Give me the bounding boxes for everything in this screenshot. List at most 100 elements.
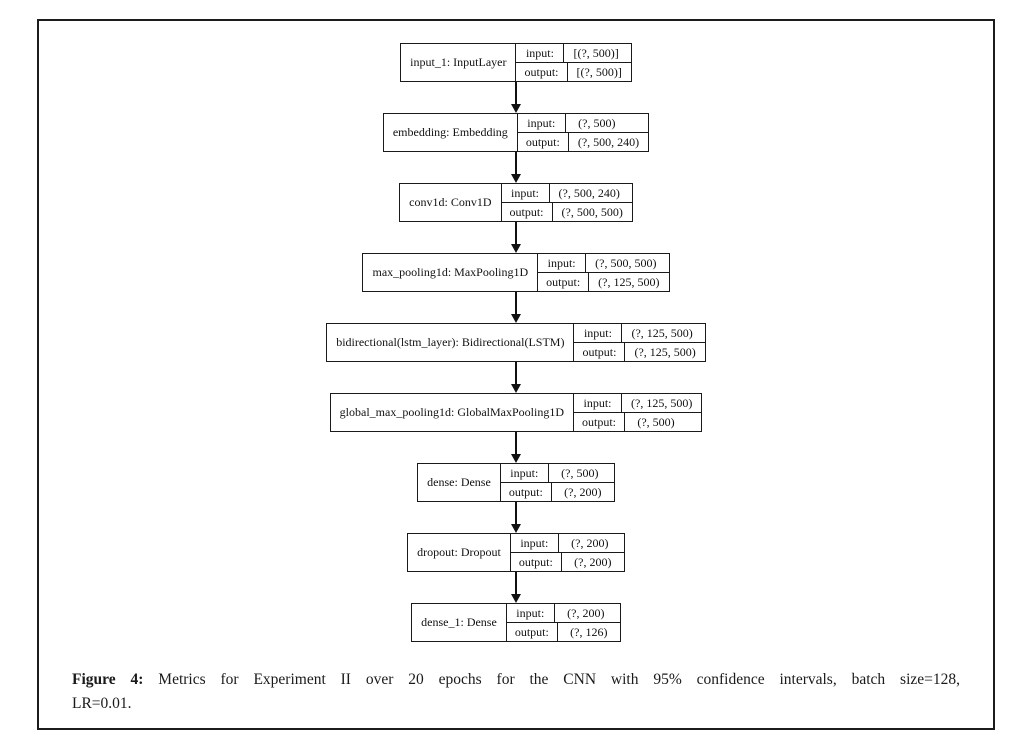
output-label: output: <box>511 553 562 571</box>
layer-name: conv1d: Conv1D <box>400 184 502 221</box>
output-label: output: <box>507 623 558 641</box>
arrow-head-icon <box>511 524 521 533</box>
input-label: input: <box>574 324 623 342</box>
arrow-head-icon <box>511 104 521 113</box>
layer-block-global-max-pooling1d: global_max_pooling1d: GlobalMaxPooling1D… <box>329 393 703 432</box>
flow-arrow <box>511 82 521 113</box>
layer-name: input_1: InputLayer <box>401 44 517 81</box>
io-table: input: (?, 125, 500) output: (?, 500) <box>574 394 702 431</box>
caption-text: Metrics for Experiment II over 20 epochs… <box>158 671 960 688</box>
layer-name: bidirectional(lstm_layer): Bidirectional… <box>327 324 575 361</box>
arrow-head-icon <box>511 314 521 323</box>
io-table: input: (?, 200) output: (?, 200) <box>510 534 624 571</box>
input-label: input: <box>511 534 559 552</box>
io-row-output: output: (?, 200) <box>500 482 614 501</box>
output-shape: (?, 125, 500) <box>634 345 696 359</box>
output-label: output: <box>574 413 626 431</box>
layer-name: dense_1: Dense <box>412 604 507 641</box>
input-label: input: <box>501 464 549 482</box>
model-architecture-diagram: input_1: InputLayer input: [(?, 500)] ou… <box>39 21 993 642</box>
output-label: output: <box>516 63 568 81</box>
arrow-line <box>515 572 517 594</box>
arrow-head-icon <box>511 454 521 463</box>
figure-caption: Figure 4: Metrics for Experiment II over… <box>72 668 960 716</box>
io-row-input: input: (?, 500) <box>501 464 614 482</box>
output-shape: [(?, 500)] <box>576 65 622 79</box>
layer-name: global_max_pooling1d: GlobalMaxPooling1D <box>331 394 574 431</box>
input-shape: (?, 500) <box>578 116 616 130</box>
output-label: output: <box>574 343 626 361</box>
io-table: input: (?, 500, 240) output: (?, 500, 50… <box>501 184 632 221</box>
arrow-line <box>515 502 517 524</box>
layer-name: dropout: Dropout <box>408 534 511 571</box>
input-label: input: <box>502 184 550 202</box>
io-table: input: [(?, 500)] output: [(?, 500)] <box>516 44 631 81</box>
input-label: input: <box>574 394 622 412</box>
output-label: output: <box>502 203 553 221</box>
arrow-line <box>515 82 517 104</box>
output-shape: (?, 200) <box>574 555 612 569</box>
output-label: output: <box>518 133 569 151</box>
flow-arrow <box>511 222 521 253</box>
io-table: input: (?, 500) output: (?, 500, 240) <box>517 114 649 151</box>
caption-line-1: Figure 4: Metrics for Experiment II over… <box>72 668 960 692</box>
arrow-head-icon <box>511 174 521 183</box>
io-row-input: input: (?, 500, 500) <box>538 254 668 272</box>
layer-block-bidirectional-lstm: bidirectional(lstm_layer): Bidirectional… <box>326 323 706 362</box>
layer-block-dense-1: dense_1: Dense input: (?, 200) output: (… <box>411 603 621 642</box>
io-row-output: output: (?, 500) <box>574 412 702 431</box>
input-label: input: <box>538 254 587 272</box>
input-shape: (?, 125, 500) <box>631 396 693 410</box>
arrow-head-icon <box>511 244 521 253</box>
layer-name: embedding: Embedding <box>384 114 518 151</box>
io-row-input: input: [(?, 500)] <box>516 44 630 62</box>
input-label: input: <box>507 604 555 622</box>
input-shape: (?, 200) <box>567 606 605 620</box>
flow-arrow <box>511 572 521 603</box>
io-table: input: (?, 500, 500) output: (?, 125, 50… <box>538 254 669 291</box>
io-row-output: output: (?, 500, 240) <box>517 132 649 151</box>
arrow-line <box>515 362 517 384</box>
arrow-line <box>515 292 517 314</box>
io-row-input: input: (?, 125, 500) <box>574 394 701 412</box>
flow-arrow <box>511 152 521 183</box>
io-row-output: output: (?, 200) <box>510 552 624 571</box>
io-row-output: output: (?, 126) <box>506 622 620 641</box>
output-shape: (?, 125, 500) <box>598 275 660 289</box>
output-shape: (?, 500) <box>637 415 675 429</box>
output-label: output: <box>538 273 590 291</box>
flow-arrow <box>511 432 521 463</box>
io-table: input: (?, 200) output: (?, 126) <box>506 604 620 641</box>
arrow-line <box>515 222 517 244</box>
io-table: input: (?, 500) output: (?, 200) <box>500 464 614 501</box>
arrow-head-icon <box>511 384 521 393</box>
flow-arrow <box>511 362 521 393</box>
layer-name: max_pooling1d: MaxPooling1D <box>363 254 539 291</box>
layer-block-dropout: dropout: Dropout input: (?, 200) output:… <box>407 533 625 572</box>
layer-block-embedding: embedding: Embedding input: (?, 500) out… <box>382 113 650 152</box>
output-label: output: <box>501 483 552 501</box>
io-row-input: input: (?, 125, 500) <box>574 324 704 342</box>
arrow-head-icon <box>511 594 521 603</box>
input-shape: (?, 125, 500) <box>631 326 693 340</box>
output-shape: (?, 500, 240) <box>577 135 640 149</box>
layer-block-input-1: input_1: InputLayer input: [(?, 500)] ou… <box>400 43 632 82</box>
io-row-output: output: (?, 500, 500) <box>501 202 632 221</box>
output-shape: (?, 126) <box>570 625 608 639</box>
caption-line-2: LR=0.01. <box>72 695 132 712</box>
caption-label: Figure 4: <box>72 671 144 688</box>
layer-name: dense: Dense <box>418 464 501 501</box>
input-label: input: <box>518 114 566 132</box>
io-row-input: input: (?, 200) <box>511 534 624 552</box>
input-shape: (?, 500, 240) <box>558 186 620 200</box>
figure-frame: input_1: InputLayer input: [(?, 500)] ou… <box>37 19 995 730</box>
arrow-line <box>515 152 517 174</box>
io-table: input: (?, 125, 500) output: (?, 125, 50… <box>574 324 705 361</box>
layer-block-conv1d: conv1d: Conv1D input: (?, 500, 240) outp… <box>399 183 633 222</box>
flow-arrow <box>511 502 521 533</box>
input-shape: [(?, 500)] <box>573 46 619 60</box>
arrow-line <box>515 432 517 454</box>
input-label: input: <box>516 44 565 62</box>
output-shape: (?, 200) <box>564 485 602 499</box>
